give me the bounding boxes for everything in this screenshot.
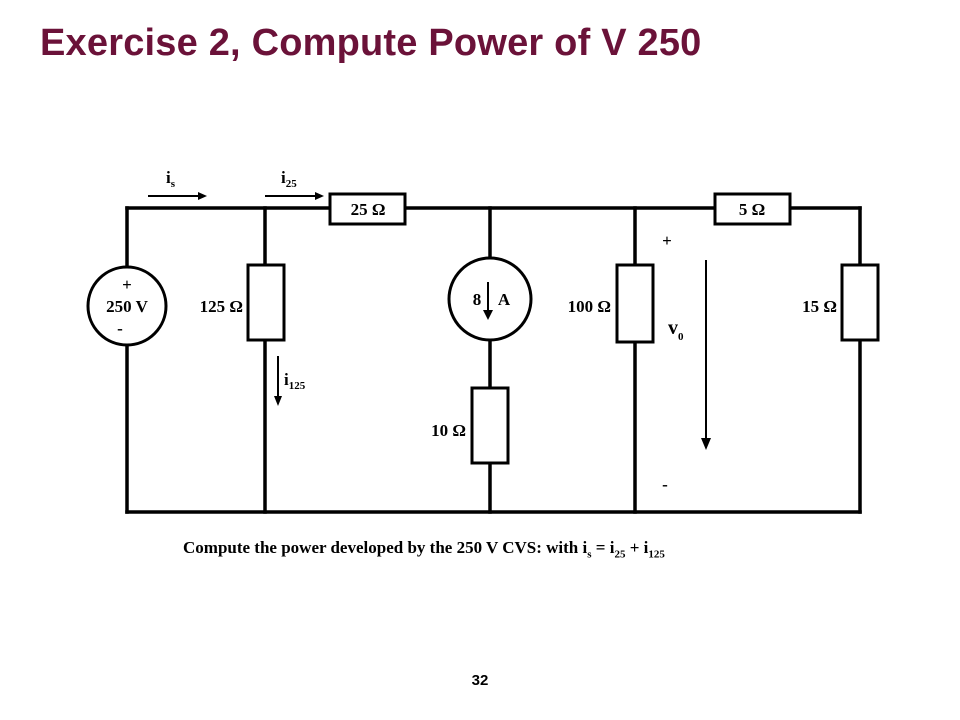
caption-sub-s: s [587, 548, 592, 561]
caption-plus: + i [625, 538, 649, 557]
problem-caption: Compute the power developed by the 250 V… [183, 538, 665, 560]
r5-label: 5 Ω [739, 200, 765, 219]
svg-text:i125: i125 [284, 370, 306, 392]
page-number: 32 [471, 672, 489, 689]
current-source-value: 8 [473, 290, 482, 309]
svg-text:v0: v0 [668, 317, 684, 343]
source-plus-sign: + [122, 275, 132, 294]
v0-minus-sign: - [662, 475, 668, 494]
i25-main: i [281, 168, 286, 187]
r100-label: 100 Ω [568, 297, 611, 316]
r25-label: 25 Ω [351, 200, 386, 219]
current-i25-label: i25 [265, 168, 324, 200]
is-arrow-icon [198, 192, 207, 200]
i125-arrow-icon [274, 396, 282, 406]
caption-text: Compute the power developed by the 250 V… [183, 538, 588, 557]
caption-sub-125: 125 [648, 548, 665, 561]
is-main: i [166, 168, 171, 187]
circuit-wires [125, 206, 862, 514]
voltage-source-250v: + 250 V - [86, 265, 168, 347]
caption-sub-25: 25 [614, 548, 626, 561]
resistor-10-ohm: 10 Ω [431, 386, 510, 465]
current-i125-label: i125 [274, 356, 306, 406]
resistor-5-ohm: 5 Ω [713, 192, 792, 226]
current-is-label: is [148, 168, 207, 200]
i125-main: i [284, 370, 289, 389]
resistor-125-ohm: 125 Ω [200, 263, 286, 342]
resistor-100-ohm: 100 Ω [568, 263, 655, 344]
resistor-15-ohm: 15 Ω [802, 263, 880, 342]
source-voltage-label: 250 V [106, 297, 148, 316]
v0-sub: 0 [678, 331, 684, 343]
i25-sub: 25 [286, 178, 298, 190]
r15-label: 15 Ω [802, 297, 837, 316]
r125-label: 125 Ω [200, 297, 243, 316]
i125-sub: 125 [289, 380, 306, 392]
current-source-8a: 8 A [447, 256, 533, 342]
v0-annotation: + v0 - [662, 231, 711, 494]
current-source-unit: A [498, 290, 511, 309]
is-sub: s [171, 178, 176, 190]
r10-label: 10 Ω [431, 421, 466, 440]
source-minus-sign: - [117, 319, 123, 338]
i25-arrow-icon [315, 192, 324, 200]
caption-eq: = i [591, 538, 615, 557]
v0-arrow-icon [701, 438, 711, 450]
svg-text:i25: i25 [281, 168, 297, 190]
svg-text:is: is [166, 168, 176, 190]
resistor-25-ohm: 25 Ω [328, 192, 407, 226]
v0-plus-sign: + [662, 231, 672, 250]
slide-title: Exercise 2, Compute Power of V 250 [40, 22, 702, 64]
v0-main: v [668, 317, 678, 339]
current-source-arrow-icon [483, 310, 493, 320]
